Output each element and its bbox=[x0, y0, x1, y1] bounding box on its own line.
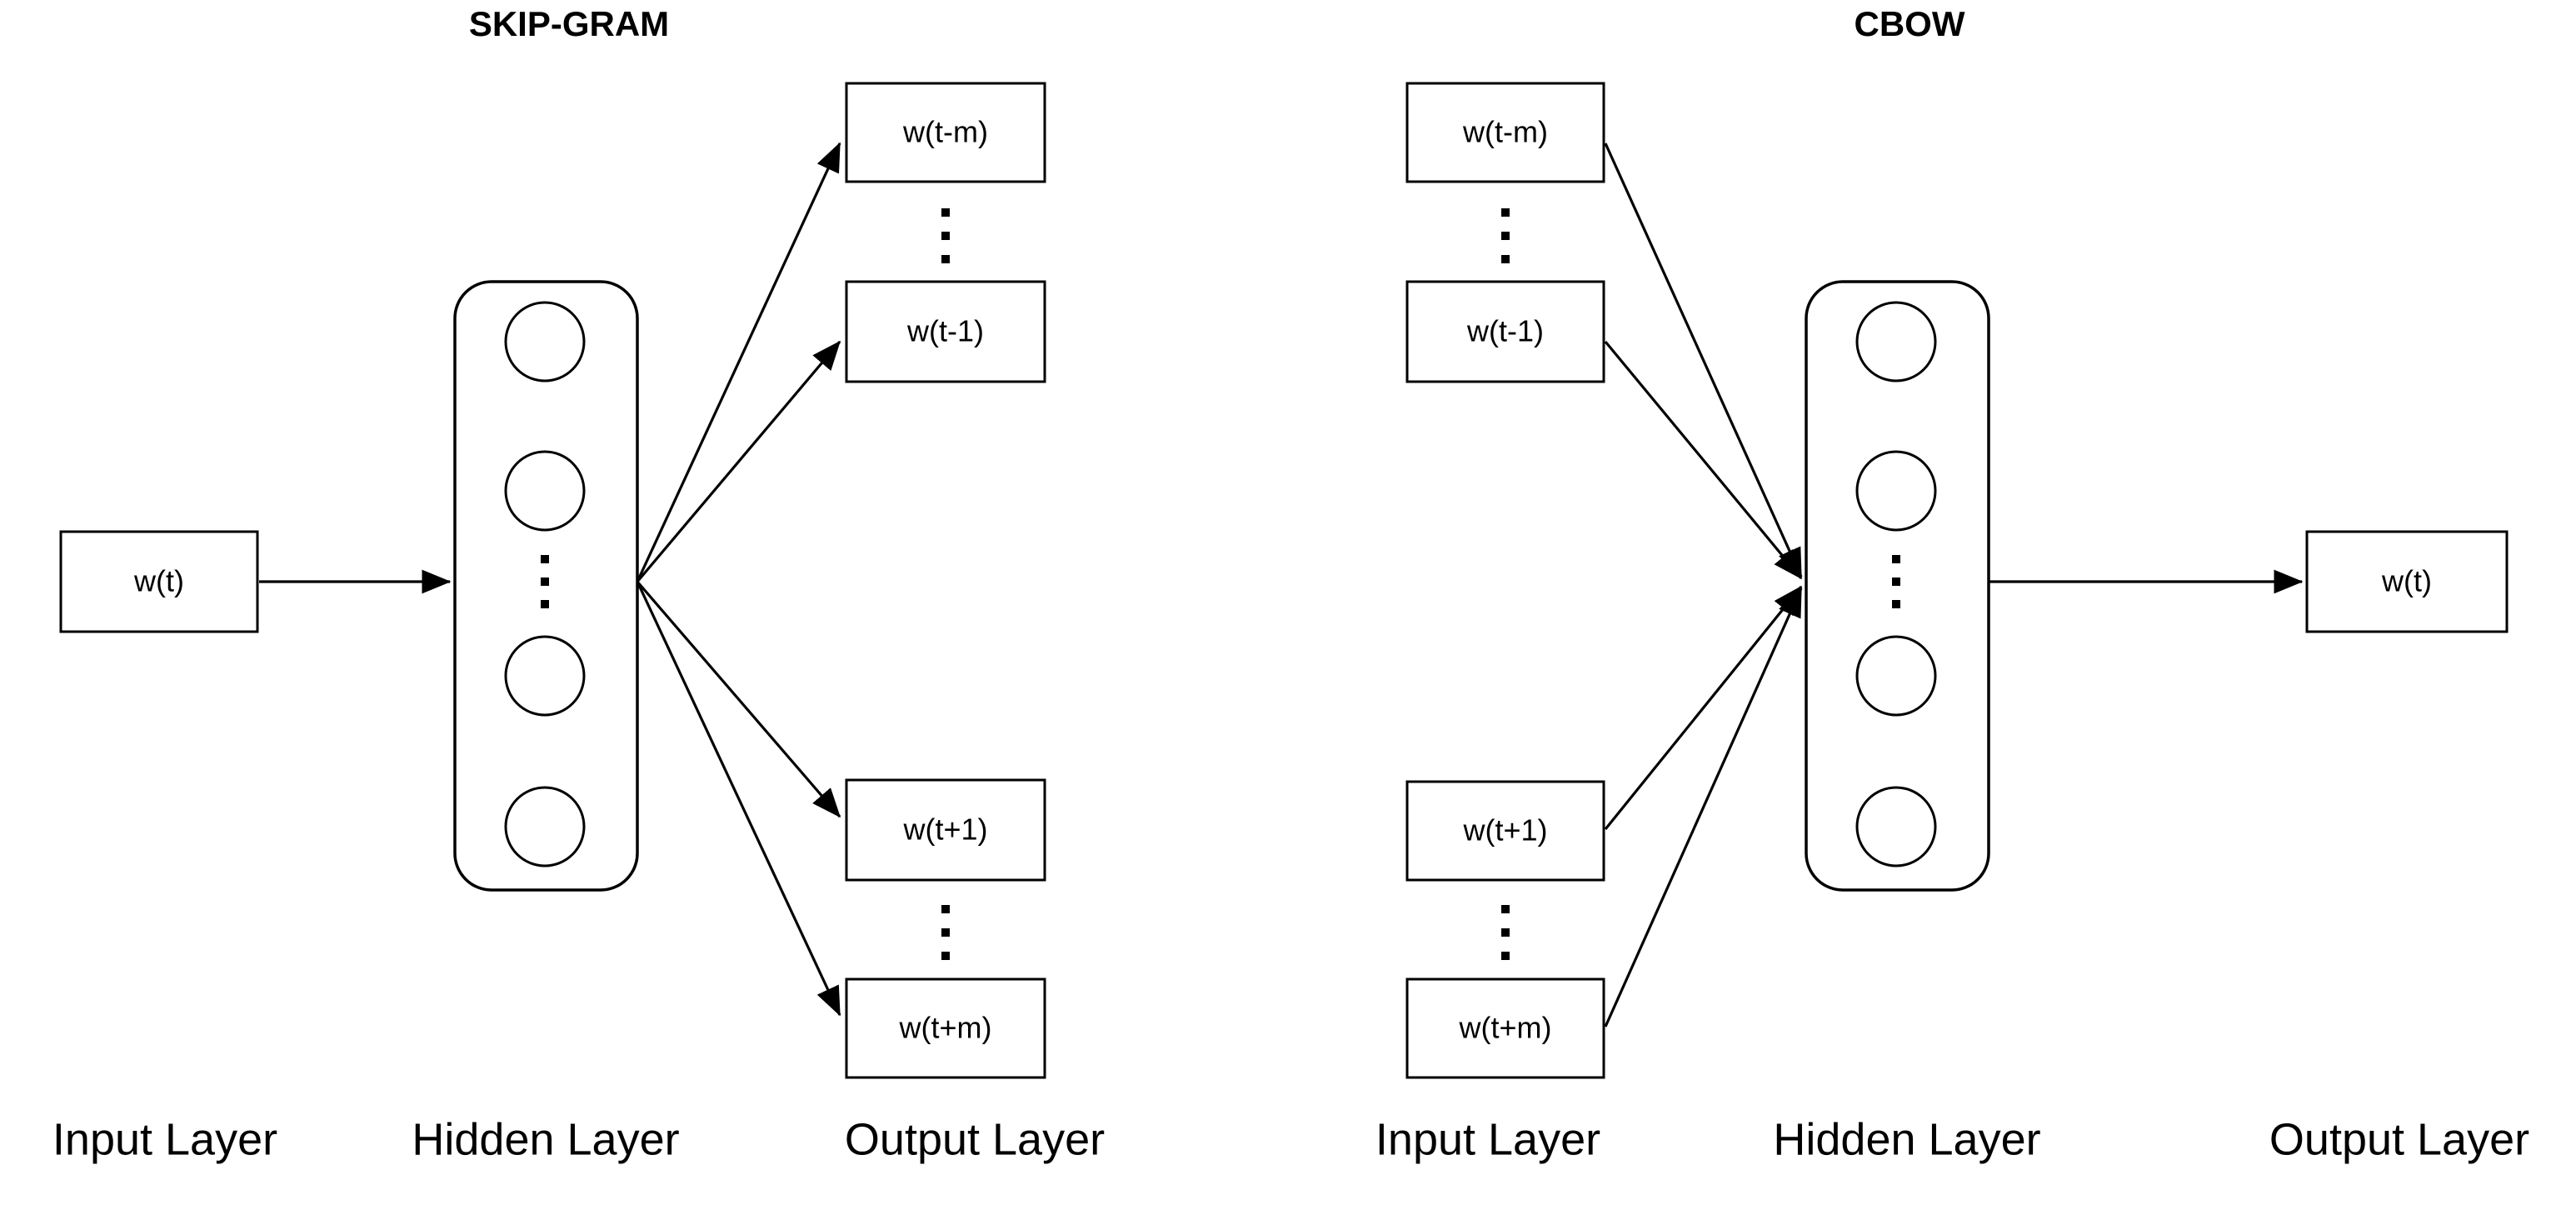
cbow-input-label-4: w(t+m) bbox=[1459, 1011, 1552, 1045]
skipgram-arrow-to-wt1minus bbox=[636, 340, 841, 583]
skipgram-arrow-to-wt1plus bbox=[636, 580, 841, 818]
cbow-hidden-layer-label: Hidden Layer bbox=[1773, 1114, 2040, 1164]
cbow-output-box-wt[interactable]: w(t) bbox=[2305, 530, 2509, 633]
cbow-neuron-1 bbox=[1855, 301, 1937, 382]
skipgram-neuron-1 bbox=[504, 301, 586, 382]
cbow-input-rect-4 bbox=[1405, 978, 1605, 1079]
cbow-input-box-wtmplus[interactable]: w(t+m) bbox=[1405, 978, 1605, 1079]
skipgram-output-dot-upper-2 bbox=[941, 232, 950, 240]
skipgram-arrow-to-wtm bbox=[636, 142, 841, 582]
skipgram-neuron-3 bbox=[504, 635, 586, 717]
skipgram-output-dot-lower-1 bbox=[941, 905, 950, 913]
skipgram-output-dot-upper-1 bbox=[941, 208, 950, 217]
cbow-neuron-4 bbox=[1855, 786, 1937, 868]
skipgram-output-label-2: w(t-1) bbox=[906, 314, 984, 348]
skipgram-output-label-4: w(t+m) bbox=[899, 1011, 992, 1045]
cbow-input-box-wt1plus[interactable]: w(t+1) bbox=[1405, 780, 1605, 882]
cbow-title: CBOW bbox=[1855, 4, 1965, 43]
cbow-input-box-wtm[interactable]: w(t-m) bbox=[1405, 82, 1605, 183]
cbow-arrow-from-wtmplus bbox=[1604, 587, 1803, 1028]
skipgram-input-label: w(t) bbox=[133, 564, 184, 598]
cbow-input-dot-lower-2 bbox=[1501, 928, 1510, 937]
skipgram-output-rect-3 bbox=[845, 778, 1046, 882]
skipgram-output-dot-lower-2 bbox=[941, 928, 950, 937]
skipgram-hidden-dot-3 bbox=[541, 600, 549, 608]
skipgram-output-box-wt1plus[interactable]: w(t+1) bbox=[845, 778, 1046, 882]
cbow-neuron-3 bbox=[1855, 635, 1937, 717]
cbow-input-rect-1 bbox=[1405, 82, 1605, 183]
cbow-input-label-1: w(t-m) bbox=[1462, 115, 1548, 149]
cbow-input-dot-lower-1 bbox=[1501, 905, 1510, 913]
cbow-output-label: w(t) bbox=[2381, 564, 2432, 598]
skipgram-hidden-layer-label: Hidden Layer bbox=[412, 1114, 679, 1164]
cbow-hidden-dot-3 bbox=[1892, 600, 1900, 608]
skipgram-hidden-layer[interactable] bbox=[453, 280, 639, 892]
skipgram-input-layer-label: Input Layer bbox=[52, 1114, 277, 1164]
cbow-input-label-3: w(t+1) bbox=[1462, 813, 1547, 848]
cbow-output-layer-label: Output Layer bbox=[2269, 1114, 2529, 1164]
skipgram-arrow-to-wtmplus bbox=[636, 581, 841, 1017]
skipgram-group: SKIP-GRAM w(t) bbox=[52, 4, 1105, 1164]
cbow-input-layer-label: Input Layer bbox=[1375, 1114, 1600, 1164]
skipgram-output-box-wtm[interactable]: w(t-m) bbox=[845, 82, 1046, 183]
skipgram-output-dot-lower-3 bbox=[941, 952, 950, 960]
cbow-hidden-dot-2 bbox=[1892, 578, 1900, 586]
cbow-input-rect-3 bbox=[1405, 780, 1605, 882]
cbow-input-dot-lower-3 bbox=[1501, 952, 1510, 960]
cbow-input-dot-upper-3 bbox=[1501, 255, 1510, 263]
cbow-input-box-wt1minus[interactable]: w(t-1) bbox=[1405, 280, 1605, 383]
skipgram-output-box-wtmplus[interactable]: w(t+m) bbox=[845, 978, 1046, 1079]
cbow-input-dot-upper-2 bbox=[1501, 232, 1510, 240]
cbow-arrow-from-wt1minus bbox=[1604, 340, 1803, 580]
cbow-hidden-dot-1 bbox=[1892, 555, 1900, 563]
cbow-arrow-from-wt1plus bbox=[1604, 585, 1803, 831]
skipgram-output-rect-1 bbox=[845, 82, 1046, 183]
skipgram-output-label-1: w(t-m) bbox=[902, 115, 988, 149]
skipgram-input-box-wt[interactable]: w(t) bbox=[59, 530, 259, 633]
skipgram-neuron-2 bbox=[504, 450, 586, 532]
cbow-input-rect-2 bbox=[1405, 280, 1605, 383]
cbow-input-label-2: w(t-1) bbox=[1466, 314, 1544, 348]
cbow-hidden-layer[interactable] bbox=[1805, 280, 1990, 892]
skipgram-title: SKIP-GRAM bbox=[469, 4, 669, 43]
skipgram-output-box-wt1minus[interactable]: w(t-1) bbox=[845, 280, 1046, 383]
skipgram-output-label-3: w(t+1) bbox=[902, 812, 987, 847]
skipgram-hidden-dot-2 bbox=[541, 578, 549, 586]
skipgram-input-rect bbox=[59, 530, 259, 633]
skipgram-output-rect-2 bbox=[845, 280, 1046, 383]
skipgram-neuron-4 bbox=[504, 786, 586, 868]
cbow-input-dot-upper-1 bbox=[1501, 208, 1510, 217]
cbow-group: CBOW w(t-m) w(t-1) w(t+1) w( bbox=[1375, 4, 2529, 1164]
skipgram-output-dot-upper-3 bbox=[941, 255, 950, 263]
skipgram-output-rect-4 bbox=[845, 978, 1046, 1079]
cbow-neuron-2 bbox=[1855, 450, 1937, 532]
cbow-arrow-from-wtm bbox=[1604, 142, 1803, 578]
skipgram-output-layer-label: Output Layer bbox=[845, 1114, 1105, 1164]
cbow-output-rect bbox=[2305, 530, 2509, 633]
skipgram-hidden-dot-1 bbox=[541, 555, 549, 563]
